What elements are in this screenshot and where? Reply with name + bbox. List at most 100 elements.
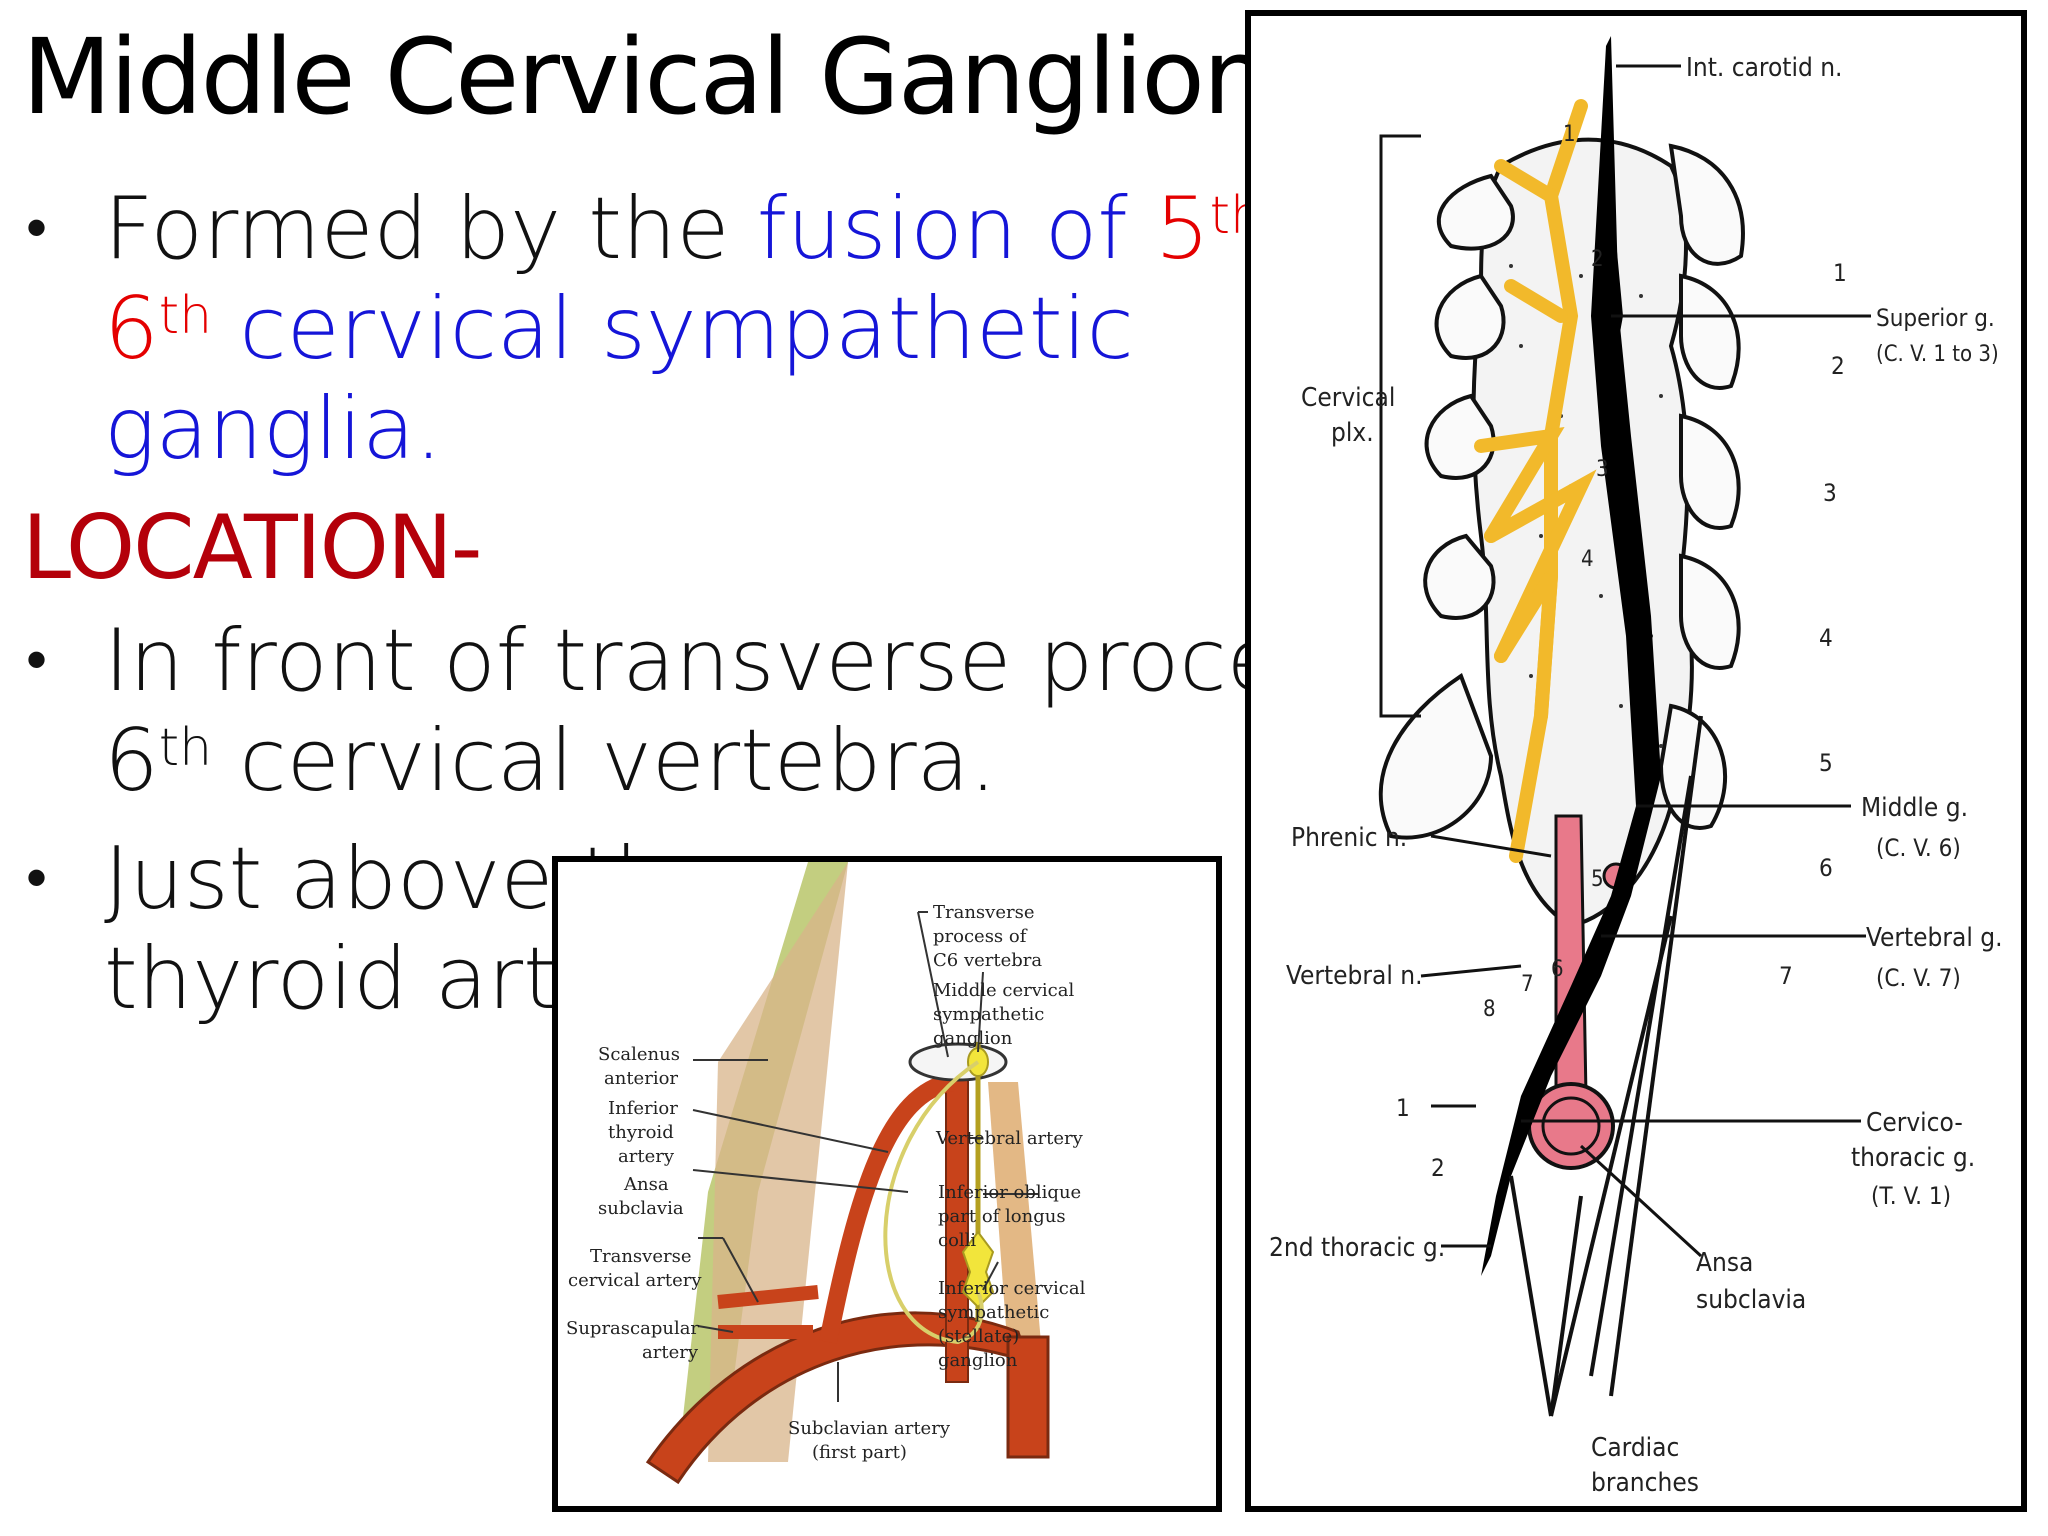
label-middle-g: Middle g. [1861, 793, 1968, 823]
bullet1-text-b: fusion of [756, 179, 1155, 279]
label-middle-cervical3: ganglion [933, 1028, 1013, 1049]
subclavian-region-drawing: Transverse process of C6 vertebra Middle… [566, 862, 1086, 1485]
bullet-fusion: • Formed by the fusion of 5th & 6th cerv… [22, 179, 1357, 479]
cardiac-branches [1509, 715, 1703, 1417]
label-inferior-cervical: Inferior cervical [938, 1278, 1086, 1299]
transverse-process-1 [1436, 173, 1515, 251]
nerve-number: 2 [1591, 247, 1604, 272]
label-vertebral-n: Vertebral n. [1286, 961, 1423, 991]
label-cervical-plx: Cervical [1301, 383, 1395, 413]
label-middle-g2: (C. V. 6) [1876, 834, 1961, 862]
label-inferior-cervical3: (stellate) [938, 1326, 1019, 1347]
label-cervico2: thoracic g. [1851, 1143, 1975, 1173]
label-inferior-cervical4: ganglion [938, 1350, 1018, 1371]
transverse-cervical-artery [717, 1285, 819, 1309]
label-int-carotid: Int. carotid n. [1686, 53, 1842, 83]
label-transverse: Transverse [933, 902, 1035, 923]
label-inferior-cervical2: sympathetic [938, 1302, 1049, 1323]
label-inferior-oblique2: part of longus [938, 1206, 1066, 1227]
label-subclavian: Subclavian artery [788, 1418, 951, 1439]
nerve-number: 8 [1483, 997, 1496, 1022]
label-ansa: Ansa [1696, 1248, 1753, 1278]
vertebra-number: 3 [1823, 479, 1837, 507]
label-ansa: Ansa [623, 1174, 669, 1195]
label-scalenus: Scalenus [598, 1044, 680, 1065]
label-transverse3: C6 vertebra [933, 950, 1042, 971]
vertebra-number: 7 [1779, 962, 1793, 990]
vertebra-4-body [1679, 553, 1741, 670]
bullet1-text-a: Formed by the [104, 179, 757, 279]
vertebra-3-body [1679, 413, 1741, 530]
label-vertebral-g: Vertebral g. [1866, 923, 2003, 953]
vertebra-number: 5 [1819, 749, 1833, 777]
label-vertebral-g2: (C. V. 7) [1876, 964, 1961, 992]
label-transverse-cervical2: cervical artery [568, 1270, 702, 1291]
bullet-dot: • [26, 843, 48, 913]
vertebra-1-body [1668, 143, 1745, 266]
label-ansa2: subclavia [1696, 1285, 1806, 1315]
bullet2-line2a: 6 [104, 710, 159, 811]
subclavian-region-figure: Transverse process of C6 vertebra Middle… [552, 856, 1222, 1512]
nerve-number: 4 [1581, 547, 1594, 572]
sympathetic-chain-drawing: Int. carotid n. Superior g. (C. V. 1 to … [1269, 36, 2003, 1498]
label-transverse-cervical: Transverse [590, 1246, 692, 1267]
label-superior-g2: (C. V. 1 to 3) [1876, 342, 1999, 367]
vertebra-number: 4 [1819, 624, 1833, 652]
label-superior-g: Superior g. [1876, 304, 1995, 332]
label-inferior-oblique: Inferior oblique [938, 1182, 1081, 1203]
label-middle-cervical2: sympathetic [933, 1004, 1044, 1025]
common-carotid-stump [1006, 1335, 1050, 1459]
label-cervical-plx2: plx. [1331, 418, 1374, 448]
bullet2-sup: th [158, 717, 213, 778]
label-inferior-thyroid: Inferior [608, 1098, 678, 1119]
label-inferior-thyroid2: thyroid [608, 1122, 674, 1143]
nerve-number: 3 [1596, 457, 1609, 482]
label-cardiac: Cardiac [1591, 1433, 1679, 1463]
stellate-ganglion [961, 1230, 995, 1309]
nerve-number: 2 [1431, 1154, 1445, 1182]
transverse-process-2 [1434, 273, 1506, 360]
slide-title: Middle Cervical Ganglion [22, 16, 1269, 138]
nerve-number: 5 [1591, 867, 1604, 892]
transverse-process-6 [1378, 672, 1494, 840]
label-ansa2: subclavia [598, 1198, 684, 1219]
vertebra-number: 2 [1831, 352, 1845, 380]
cervical-plexus-bracket [1379, 134, 1421, 718]
inferior-thyroid-artery [819, 1073, 955, 1344]
label-suprascapular2: artery [642, 1342, 699, 1363]
superior-ganglion [1596, 166, 1623, 436]
vertebra-number: 6 [1819, 854, 1833, 882]
location-heading: LOCATION- [22, 496, 483, 599]
label-phrenic: Phrenic n. [1291, 823, 1407, 853]
label-vertebral-artery: Vertebral artery [935, 1128, 1084, 1149]
bullet1-text-g: ganglia. [104, 378, 443, 479]
label-inferior-thyroid3: artery [618, 1146, 675, 1167]
nerve-number: 7 [1521, 972, 1534, 997]
nerve-number: 6 [1551, 957, 1564, 982]
bullet1-text-f: cervical sympathetic [212, 278, 1134, 379]
label-cervico3: (T. V. 1) [1871, 1182, 1951, 1210]
bullet1-text-c: 5 [1154, 179, 1210, 279]
nerve-number: 1 [1563, 122, 1576, 147]
label-inferior-oblique3: colli [938, 1230, 976, 1251]
label-cervico: Cervico- [1866, 1108, 1963, 1138]
label-suprascapular: Suprascapular [566, 1318, 699, 1339]
cervical-nerves [1474, 99, 1597, 863]
transverse-process-4 [1423, 533, 1496, 620]
bullet-dot: • [26, 193, 48, 263]
bullet1-sup-e: th [158, 285, 213, 346]
sympathetic-chain-figure: Int. carotid n. Superior g. (C. V. 1 to … [1245, 10, 2027, 1512]
label-scalenus2: anterior [604, 1068, 678, 1089]
label-subclavian2: (first part) [812, 1442, 907, 1463]
label-second-thoracic: 2nd thoracic g. [1269, 1233, 1445, 1263]
bullet-dot: • [26, 625, 48, 695]
ansa-subclavia [883, 1060, 984, 1345]
label-middle-cervical: Middle cervical [933, 980, 1074, 1001]
bullet2-line2b: cervical vertebra. [212, 710, 997, 811]
bullet1-text-e: 6 [104, 278, 159, 379]
nerve-number: 1 [1396, 1094, 1410, 1122]
vertebra-2-body [1679, 273, 1741, 390]
label-transverse2: process of [933, 926, 1028, 947]
label-cardiac2: branches [1591, 1468, 1699, 1498]
vertebra-number: 1 [1833, 259, 1847, 287]
